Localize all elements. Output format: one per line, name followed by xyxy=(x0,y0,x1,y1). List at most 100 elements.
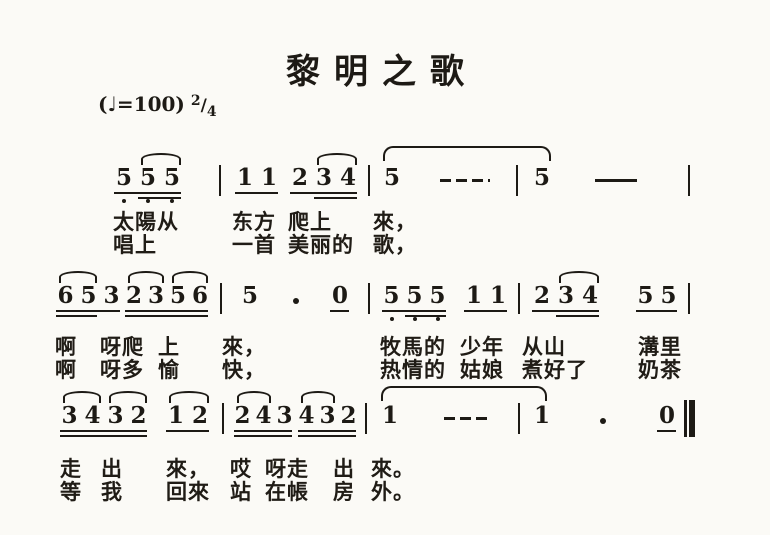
lyric-syllable: 煮好了 xyxy=(522,358,588,382)
note-digit: 1 xyxy=(533,402,550,429)
lyric-syllable: 少年 xyxy=(460,335,504,359)
note-digit: 5 xyxy=(533,164,550,191)
note-digit: 2 xyxy=(291,164,308,191)
note-digit: 5 xyxy=(136,166,160,203)
note-digit: 5 xyxy=(426,284,449,321)
lyric-syllable: 啊 xyxy=(55,358,77,382)
lyrics-line: 啊呀爬上來，牧馬的少年从山溝里啊呀多愉快，热情的姑娘煮好了奶茶 xyxy=(0,331,770,382)
note-digit: 5 xyxy=(637,282,654,309)
tie-arc xyxy=(381,386,547,401)
note-digit: 6 xyxy=(191,282,208,309)
note-group: 1 xyxy=(378,404,402,430)
note-digit: 2 xyxy=(533,282,550,309)
beam-line xyxy=(234,430,292,433)
note-digit: 1 xyxy=(465,282,482,309)
note-digit: 5 xyxy=(241,282,258,309)
slur-arc xyxy=(128,271,164,283)
octave-low-dot xyxy=(170,199,174,203)
note-digit: 3 xyxy=(276,402,293,429)
octave-low-dot xyxy=(435,317,440,321)
note-digit: 1 xyxy=(167,402,184,429)
augmentation-dot xyxy=(293,298,299,304)
note-group: 5 xyxy=(238,284,262,310)
slur-arc xyxy=(169,391,209,403)
lyric-syllable: 回來 xyxy=(166,480,210,504)
time-signature-denominator: 4 xyxy=(206,104,217,120)
note-digit: 3 xyxy=(315,164,332,191)
lyric-syllable: 出 xyxy=(333,457,355,481)
note-digit: 2 xyxy=(234,402,251,429)
note-digit: 1 xyxy=(260,164,277,191)
lyric-syllable: 房 xyxy=(333,480,355,504)
note-group: 1 xyxy=(530,404,554,430)
slur-arc xyxy=(141,153,181,165)
lyric-syllable: 奶茶 xyxy=(638,358,682,382)
note-digit: 3 xyxy=(319,402,336,429)
lyric-syllable: 在帳 xyxy=(265,480,309,504)
note-digit: 5 xyxy=(660,282,677,309)
slur-arc xyxy=(172,271,208,283)
note-digit: 5 xyxy=(383,164,400,191)
lyric-syllable: 外。 xyxy=(371,480,415,504)
lyric-syllable: 太陽从 xyxy=(113,210,179,234)
note-digit: 2 xyxy=(130,402,147,429)
note-digit: 4 xyxy=(84,402,101,429)
lyric-syllable: 溝里 xyxy=(638,335,682,359)
note-digit: 1 xyxy=(236,164,253,191)
barline xyxy=(516,165,519,196)
beam-line xyxy=(235,192,278,195)
lyric-syllable: 來， xyxy=(166,457,210,481)
final-barline-thick-stroke xyxy=(689,400,695,437)
note-digit: 5 xyxy=(169,282,186,309)
beam-line xyxy=(298,430,356,433)
note-digit: 1 xyxy=(381,402,398,429)
beam-line xyxy=(234,435,292,438)
lyric-syllable: 出 xyxy=(101,457,123,481)
beam-line xyxy=(330,310,349,313)
note-group: 5 xyxy=(530,166,554,192)
lyric-syllable: 呀爬 xyxy=(100,335,144,359)
barline xyxy=(220,283,223,314)
slur-arc xyxy=(237,391,271,403)
lyrics-line: 太陽从东方爬上來，唱上一首美丽的歌， xyxy=(0,206,770,257)
lyric-syllable: 上 xyxy=(158,335,180,359)
note-digit: 3 xyxy=(61,402,78,429)
lyric-syllable: 等 xyxy=(60,480,82,504)
lyric-syllable: 唱上 xyxy=(113,233,157,257)
note-digit: 5 xyxy=(160,166,184,203)
beam-line xyxy=(532,310,599,313)
beam-line xyxy=(556,315,599,318)
octave-low-dot xyxy=(146,199,150,203)
note-digit: 3 xyxy=(103,282,120,309)
slur-arc xyxy=(63,391,101,403)
lyric-syllable: 姑娘 xyxy=(460,358,504,382)
note-digit: 3 xyxy=(107,402,124,429)
lyric-syllable: 一首 xyxy=(232,233,276,257)
beam-line xyxy=(290,192,357,195)
lyric-syllable: 來。 xyxy=(371,457,415,481)
lyric-syllable: 呀多 xyxy=(100,358,144,382)
lyric-syllable: 牧馬的 xyxy=(380,335,446,359)
lyric-syllable: 从山 xyxy=(522,335,566,359)
beam-line xyxy=(56,310,120,313)
note-digit: 5 xyxy=(112,166,136,203)
beam-line xyxy=(56,315,97,318)
augmentation-dot xyxy=(600,418,606,424)
octave-low-dot xyxy=(412,317,417,321)
lyric-syllable: 站 xyxy=(230,480,252,504)
tempo-marking: (♩=100)2/4 xyxy=(98,92,217,120)
slur-arc xyxy=(59,271,97,283)
beam-line xyxy=(125,315,208,318)
lyric-syllable: 來， xyxy=(222,335,266,359)
